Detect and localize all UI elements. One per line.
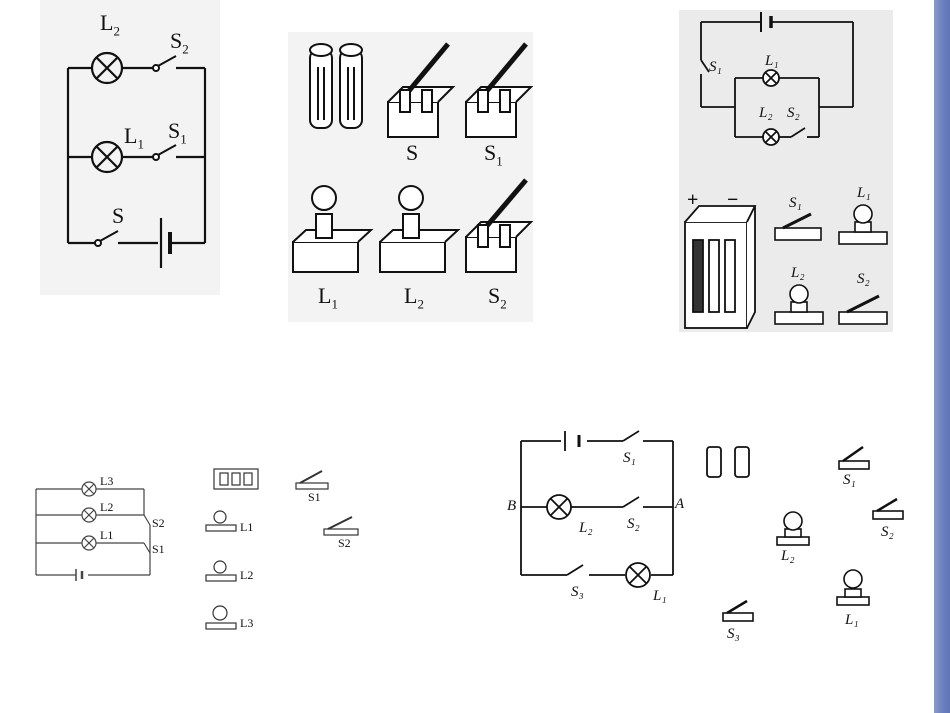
label-comp-l1: L1: [240, 520, 254, 534]
label-s2-circuit: S₂: [787, 105, 800, 121]
knife-switch-s2-icon: [465, 178, 533, 273]
circuit-panel-3: S₁ L₁ L₂ S₂ + − S₁ L₁ L₂ S₂: [679, 10, 893, 332]
bulb-l1-component-icon: [838, 204, 888, 245]
knife-switch-s-icon: [387, 42, 456, 138]
label-s2-comp: S₂: [857, 271, 870, 287]
label-node-b: B: [507, 498, 517, 514]
switch-s2-component-icon: [838, 294, 888, 325]
label-minus: −: [727, 189, 739, 211]
bulb-l2-component-icon: [774, 284, 824, 325]
circuit-panel-5: B A S₁ S₂ L₂ S₃ L₁ S₁ S₂ L₂ S₃ L₁: [505, 425, 905, 660]
circuit-4-drawing: [35, 468, 359, 630]
components-panel-2: S S1 L1 L2 S2: [288, 32, 533, 322]
label-l1-circuit: L₁: [765, 53, 779, 69]
switch-s1-component-icon: [838, 445, 870, 470]
circuit-diagram-1: L2 S2 L1 S1 S: [40, 0, 220, 295]
lamp-l2-symbol: [90, 51, 124, 85]
label-switch-s1: S1: [484, 140, 503, 169]
bulb-holder-l2-icon: [379, 185, 461, 273]
battery-box-icon: [213, 468, 259, 490]
label-l1: L₁: [653, 588, 667, 604]
lamp-l2-symbol: [546, 494, 572, 520]
battery-symbol: [159, 218, 172, 268]
bulb-l2-component-icon: [776, 511, 810, 546]
label-s2: S2: [170, 28, 189, 57]
lamp-l2-symbol: [762, 128, 780, 146]
label-comp-s2: S₂: [881, 524, 894, 540]
label-node-a: A: [675, 496, 685, 512]
circuit-1-wires: [66, 51, 207, 268]
lamp-symbols: [81, 481, 97, 551]
switch-s1-symbol: [152, 144, 177, 161]
circuit-panel-4: L3 L2 L1 S2 S1 L1 L2 L3 S1 S2: [0, 455, 370, 680]
label-comp-s2: S2: [338, 536, 351, 550]
switch-s-symbol: [94, 230, 119, 247]
lamp-l1-symbol: [762, 69, 780, 87]
label-l2-comp: L₂: [791, 265, 805, 281]
label-s1: S1: [168, 118, 187, 147]
label-s: S: [112, 203, 125, 228]
label-comp-s1: S₁: [843, 472, 856, 488]
switch-s1-component-icon: [774, 212, 822, 241]
label-s1: S₁: [623, 450, 636, 466]
label-comp-l1: L₁: [845, 612, 859, 628]
label-comp-s1: S1: [308, 490, 321, 504]
bulb-l1-component-icon: [836, 569, 870, 606]
label-l2: L2: [100, 10, 120, 39]
battery-cells-icon: [706, 446, 750, 478]
knife-switch-s1-icon: [465, 42, 533, 138]
lamp-l1-symbol: [90, 140, 124, 174]
bulb-holder-l1-icon: [292, 185, 374, 273]
switch-s2-symbol: [152, 55, 177, 72]
label-bulb-l2: L2: [404, 283, 424, 312]
bulb-components: [205, 510, 237, 630]
circuit-5-drawing: [520, 430, 904, 622]
label-s1-comp: S₁: [789, 195, 802, 211]
switch-s2-component-icon: [872, 497, 904, 520]
label-bulb-l1: L1: [318, 283, 338, 312]
label-comp-l3: L3: [240, 616, 254, 630]
battery-cell-icon: [309, 43, 333, 129]
battery-cell-icon: [339, 43, 363, 129]
label-s3: S₃: [571, 584, 584, 600]
label-l3: L3: [100, 474, 114, 488]
switch-s3-component-icon: [722, 599, 754, 622]
label-l2: L₂: [579, 520, 593, 536]
label-l1-comp: L₁: [857, 185, 871, 201]
label-comp-l2: L2: [240, 568, 254, 582]
label-plus: +: [687, 189, 699, 211]
label-switch-s2: S2: [488, 283, 507, 312]
components-2-drawings: [292, 42, 533, 273]
label-comp-s3: S₃: [727, 626, 740, 642]
label-l1: L1: [124, 123, 144, 152]
label-l2-circuit: L₂: [759, 105, 773, 121]
label-s2: S₂: [627, 516, 640, 532]
label-s1-circuit: S₁: [709, 59, 722, 75]
label-s1: S1: [152, 542, 165, 556]
label-switch-s: S: [406, 140, 419, 165]
switch-components: [295, 470, 359, 536]
circuit-3-drawing: [684, 12, 888, 329]
label-l2: L2: [100, 500, 114, 514]
lamp-l1-symbol: [625, 562, 651, 588]
battery-box-icon: [684, 205, 757, 329]
label-comp-l2: L₂: [781, 548, 795, 564]
label-s2: S2: [152, 516, 165, 530]
label-l1: L1: [100, 528, 114, 542]
slide-side-strip: [934, 0, 950, 713]
